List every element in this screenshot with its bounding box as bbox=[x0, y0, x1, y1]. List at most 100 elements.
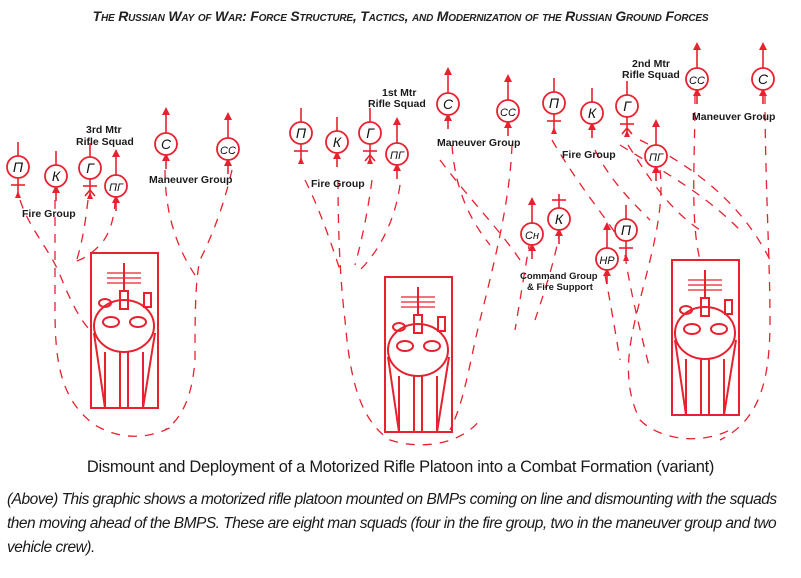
command-group-label-line2: & Fire Support bbox=[527, 282, 594, 293]
squad-1-symbol: ПГ bbox=[385, 117, 409, 179]
command-group-symbol: НР bbox=[595, 222, 619, 284]
squad-1-symbol: П bbox=[289, 108, 313, 164]
arrowhead-icon bbox=[623, 254, 629, 261]
soldier-circle-icon bbox=[614, 218, 638, 242]
squad-2-label-line2: Rifle Squad bbox=[622, 69, 680, 81]
soldier-role-label: НР bbox=[599, 255, 615, 267]
soldier-role-label: П bbox=[296, 125, 307, 141]
soldier-role-label: ПГ bbox=[649, 152, 664, 164]
fork-icon bbox=[364, 153, 376, 162]
bmp-vehicle-squad-3 bbox=[90, 252, 159, 409]
squad-1-label-line2: Rifle Squad bbox=[368, 98, 426, 110]
squad-3-maneuver-group-label: Maneuver Group bbox=[149, 174, 232, 186]
soldier-circle-icon bbox=[615, 94, 639, 118]
squad-1-symbol: С bbox=[436, 67, 460, 129]
soldier-role-label: К bbox=[588, 105, 597, 121]
squad-3-symbol: П bbox=[6, 142, 30, 198]
soldier-role-label: СС bbox=[500, 107, 516, 119]
squad-2-maneuver-group-label: Maneuver Group bbox=[692, 111, 775, 123]
squad-2-symbol: С bbox=[751, 42, 775, 104]
figure-caption-body: (Above) This graphic shows a motorized r… bbox=[7, 491, 777, 556]
arrowhead-icon bbox=[367, 157, 373, 164]
soldier-role-label: Г bbox=[623, 98, 632, 114]
squad-3-label-line1: 3rd Mtr bbox=[86, 124, 122, 136]
soldier-role-label: Г bbox=[366, 125, 375, 141]
soldier-role-label: К bbox=[333, 134, 342, 150]
group-labels: 3rd Mtr Rifle Squad Fire Group Maneuver … bbox=[22, 58, 775, 293]
soldier-role-label: Сн bbox=[525, 230, 539, 242]
soldier-circle-icon bbox=[358, 121, 382, 145]
soldier-role-label: К bbox=[52, 168, 61, 184]
movement-paths bbox=[19, 94, 771, 446]
squad-3-fire-group-label: Fire Group bbox=[22, 208, 76, 220]
soldier-circle-icon bbox=[436, 92, 460, 116]
squad-1-maneuver-group-label: Maneuver Group bbox=[437, 137, 520, 149]
soldier-circle-icon bbox=[685, 67, 709, 91]
soldier-circle-icon bbox=[385, 142, 409, 166]
arrowhead-icon bbox=[624, 130, 630, 137]
bmp-vehicle-squad-2 bbox=[671, 259, 740, 416]
squad-1-symbol: СС bbox=[496, 74, 520, 136]
soldier-circle-icon bbox=[496, 99, 520, 123]
fork-icon bbox=[84, 188, 96, 197]
squad-2-label-line1: 2nd Mtr bbox=[632, 58, 670, 70]
command-group-symbol: Сн bbox=[520, 197, 544, 259]
soldier-circle-icon bbox=[154, 132, 178, 156]
soldier-circle-icon bbox=[78, 156, 102, 180]
soldier-circle-icon bbox=[325, 130, 349, 154]
soldier-role-label: ПГ bbox=[109, 182, 124, 194]
soldier-circle-icon bbox=[644, 144, 668, 168]
squad-3-symbol: Г bbox=[78, 143, 102, 199]
squad-2-symbol: ПГ bbox=[644, 119, 668, 181]
soldier-role-label: С bbox=[161, 136, 172, 152]
soldier-role-label: П bbox=[621, 222, 632, 238]
soldier-role-label: К bbox=[555, 211, 564, 227]
command-group-symbol: П bbox=[614, 205, 638, 261]
soldier-role-label: СС bbox=[220, 145, 236, 157]
squad-1-symbol: Г bbox=[358, 108, 382, 164]
arrowhead-icon bbox=[298, 157, 304, 164]
squad-3-symbol: СС bbox=[216, 112, 240, 174]
soldier-circle-icon bbox=[751, 67, 775, 91]
command-group-label-line1: Command Group bbox=[520, 271, 598, 282]
soldier-role-label: Г bbox=[86, 160, 95, 176]
squad-3-symbol: С bbox=[154, 107, 178, 169]
arrowhead-icon bbox=[87, 192, 93, 199]
squad-1-fire-group-label: Fire Group bbox=[311, 178, 365, 190]
soldier-role-label: С bbox=[758, 71, 769, 87]
squad-3-symbol: К bbox=[44, 151, 68, 201]
arrowhead-icon bbox=[15, 191, 21, 198]
soldier-role-label: ПГ bbox=[390, 150, 405, 162]
squad-2-symbol: СС bbox=[685, 42, 709, 104]
soldier-role-label: П bbox=[13, 159, 24, 175]
soldier-circle-icon bbox=[44, 164, 68, 188]
soldier-circle-icon bbox=[289, 121, 313, 145]
bmp-vehicle-squad-1 bbox=[384, 276, 453, 433]
squad-3-label-line2: Rifle Squad bbox=[76, 136, 134, 148]
squad-3-symbol: ПГ bbox=[104, 149, 128, 211]
soldier-circle-icon bbox=[6, 155, 30, 179]
soldier-circle-icon bbox=[580, 101, 604, 125]
fork-icon bbox=[621, 126, 633, 135]
soldier-circle-icon bbox=[104, 174, 128, 198]
soldier-circle-icon bbox=[520, 222, 544, 246]
squad-1-label-line1: 1st Mtr bbox=[382, 87, 416, 99]
squad-1-symbol: К bbox=[325, 117, 349, 167]
soldier-circle-icon bbox=[216, 137, 240, 161]
soldier-circle-icon bbox=[547, 207, 571, 231]
squad-2-fire-group-label: Fire Group bbox=[562, 149, 616, 161]
figure-caption-title: Dismount and Deployment of a Motorized R… bbox=[86, 458, 715, 476]
squad-2-symbol: Г bbox=[615, 81, 639, 137]
soldier-circle-icon bbox=[595, 247, 619, 271]
squad-2-symbol: К bbox=[580, 88, 604, 138]
command-group-symbol: К bbox=[547, 194, 571, 244]
soldier-role-label: СС bbox=[689, 75, 705, 87]
page-header-title: The Russian Way of War: Force Structure,… bbox=[92, 8, 709, 24]
arrowhead-icon bbox=[551, 127, 557, 134]
squad-2-symbol: П bbox=[542, 78, 566, 134]
soldier-role-label: П bbox=[549, 95, 560, 111]
soldier-role-label: С bbox=[443, 96, 454, 112]
soldier-circle-icon bbox=[542, 91, 566, 115]
